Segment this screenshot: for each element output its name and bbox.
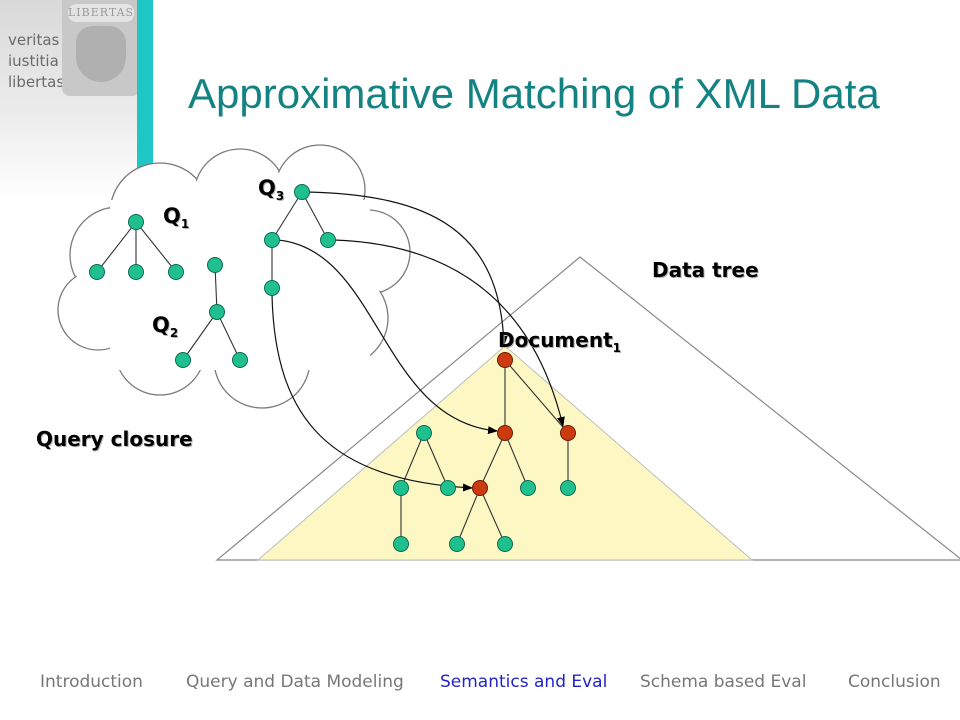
q1-leaf-node [128, 264, 144, 280]
q3-child-node [320, 232, 336, 248]
document-text: Document [498, 328, 613, 352]
arc-q3-left [277, 239, 498, 435]
seal-emblem [76, 26, 126, 82]
q3-label: Q3 [258, 176, 284, 203]
q3-subscript: 3 [275, 189, 285, 204]
doc-node-matched [472, 480, 488, 496]
doc-node [560, 480, 576, 496]
document-nodes [393, 352, 576, 552]
q1-root-node [128, 214, 144, 230]
motto-line: libertas [8, 73, 65, 91]
motto-line: veritas [8, 31, 60, 49]
query-nodes [89, 184, 336, 368]
doc-node [440, 480, 456, 496]
matching-arcs [271, 191, 565, 492]
q1-leaf-node [89, 264, 105, 280]
q2-mid-node [209, 304, 225, 320]
nav-item-semantics-eval[interactable]: Semantics and Eval [440, 672, 608, 692]
doc-node [520, 480, 536, 496]
doc-node-matched [497, 425, 513, 441]
document-subscript: 1 [612, 341, 621, 355]
q2-root-node [207, 257, 223, 273]
q3-child-node [264, 232, 280, 248]
q1-label: Q1 [163, 204, 189, 231]
q1-letter: Q [163, 204, 181, 228]
nav-item-schema-eval[interactable]: Schema based Eval [640, 672, 807, 692]
doc-node [497, 536, 513, 552]
nav-item-introduction[interactable]: Introduction [40, 672, 143, 692]
arc-q3-leaf [271, 294, 473, 492]
accent-bar [137, 0, 153, 200]
document-edges [400, 359, 569, 545]
seal-ribbon: LIBERTAS [68, 4, 134, 22]
data-tree-label: Data tree [652, 258, 759, 282]
university-seal: LIBERTAS [62, 0, 140, 96]
doc-node [449, 536, 465, 552]
nav-item-query-data-modeling[interactable]: Query and Data Modeling [186, 672, 404, 692]
q2-subscript: 2 [169, 326, 179, 341]
document-triangle [256, 345, 754, 561]
q1-leaf-node [168, 264, 184, 280]
query-closure-label: Query closure [36, 427, 193, 451]
q2-leaf-node [232, 352, 248, 368]
doc-node [416, 425, 432, 441]
section-nav: Introduction Query and Data Modeling Sem… [40, 672, 960, 692]
doc-node [393, 536, 409, 552]
q2-label: Q2 [152, 313, 178, 340]
arc-q3-root [307, 191, 508, 346]
document-label: Document1 [498, 328, 621, 355]
nav-item-conclusion[interactable]: Conclusion [848, 672, 941, 692]
slide-title: Approximative Matching of XML Data [188, 70, 880, 117]
logo-panel: veritas iustitia libertas LIBERTAS [0, 0, 140, 200]
q3-letter: Q [258, 176, 276, 200]
logo-motto: veritas iustitia libertas [8, 30, 64, 93]
q3-root-node [294, 184, 310, 200]
cloud-interior [59, 146, 409, 407]
q3-leaf-node [264, 280, 280, 296]
arc-q3-right [333, 239, 565, 427]
q2-letter: Q [152, 313, 170, 337]
doc-root-node-matched [497, 352, 513, 368]
q2-leaf-node [175, 352, 191, 368]
q1-subscript: 1 [180, 217, 190, 232]
doc-node [393, 480, 409, 496]
doc-node-matched [560, 425, 576, 441]
motto-line: iustitia [8, 52, 59, 70]
